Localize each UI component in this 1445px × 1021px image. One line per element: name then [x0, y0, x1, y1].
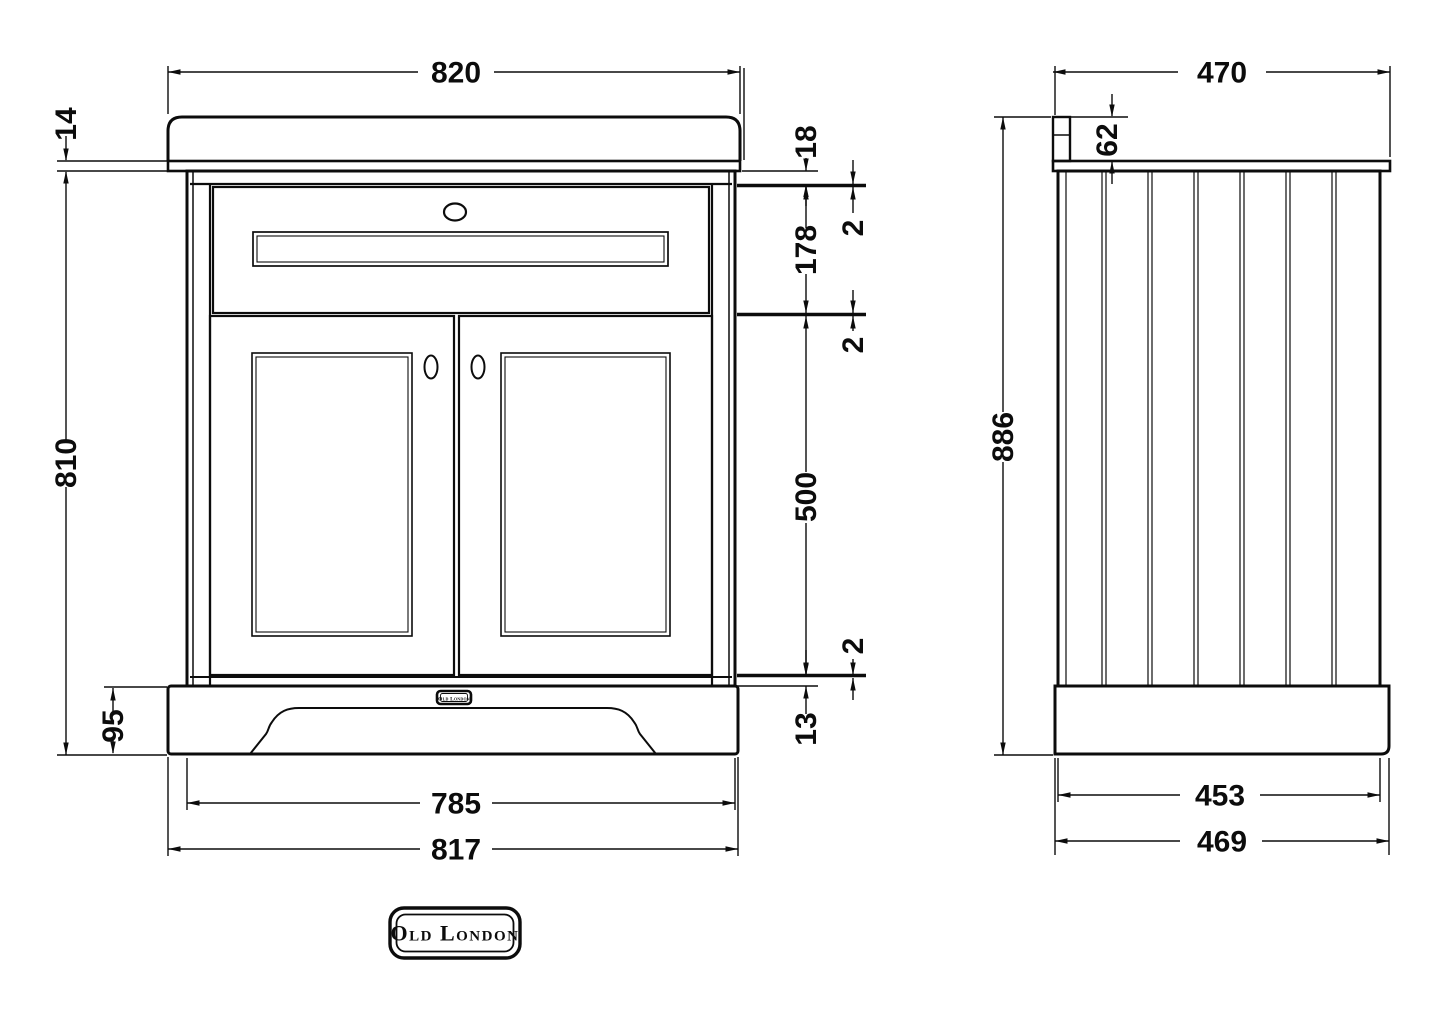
side-elevation — [1051, 115, 1392, 756]
drawer-front — [211, 185, 711, 315]
dim-gap-mid: 2 — [837, 290, 870, 353]
dim-label-820: 820 — [431, 57, 481, 90]
dim-unit-height: 810 — [50, 172, 167, 756]
front-countertop — [166, 115, 742, 161]
left-door — [208, 314, 456, 677]
dim-label-18: 18 — [790, 125, 823, 158]
dim-label-810: 810 — [50, 438, 83, 488]
dim-label-2-mid: 2 — [837, 337, 870, 354]
left-door-panel-inner — [255, 356, 409, 633]
brand-logo: Old London — [388, 906, 522, 960]
right-door-panel-outer — [500, 352, 671, 637]
dim-door-height: 500 — [790, 316, 823, 675]
dim-carcass-width: 785 — [186, 758, 736, 821]
dim-worktop-thickness: 14 — [50, 107, 168, 184]
drawer-moulding-inner — [256, 235, 665, 263]
dim-label-469: 469 — [1197, 826, 1247, 859]
dim-label-817: 817 — [431, 834, 481, 867]
dim-label-14: 14 — [50, 107, 83, 141]
dim-top-rail: 18 — [790, 125, 823, 206]
drawer-knob — [442, 202, 468, 222]
plinth-arch-profile — [249, 707, 657, 755]
plinth-badge: Old London — [435, 689, 473, 706]
right-door — [457, 314, 714, 677]
dim-drawer-height: 178 — [790, 187, 823, 313]
right-door-panel-inner — [504, 356, 667, 633]
dim-label-500: 500 — [790, 472, 823, 522]
side-tongue-groove-joints — [1101, 171, 1337, 686]
dim-gap-bottom: 2 — [837, 638, 870, 700]
dim-plinth-depth: 469 — [1054, 758, 1390, 859]
dim-total-height: 886 — [987, 116, 1053, 756]
dim-overall-top-width: 820 — [167, 57, 745, 160]
dim-label-785: 785 — [431, 788, 481, 821]
dim-plinth-width: 817 — [167, 757, 739, 867]
dim-label-2-bottom: 2 — [837, 638, 870, 655]
plinth-badge-text: Old London — [438, 697, 470, 703]
brand-logo-text: Old London — [391, 921, 520, 946]
front-elevation: Old London — [166, 115, 742, 756]
dim-label-2-top: 2 — [837, 220, 870, 237]
dim-gap-top: 2 — [837, 160, 870, 236]
dim-label-178: 178 — [790, 225, 823, 275]
dim-label-62: 62 — [1091, 123, 1124, 156]
left-door-knob — [423, 354, 439, 380]
dim-label-470: 470 — [1197, 57, 1247, 90]
dim-bottom-rail: 13 — [790, 650, 823, 746]
dim-label-13: 13 — [790, 712, 823, 745]
dim-label-95: 95 — [97, 709, 130, 742]
dim-label-453: 453 — [1195, 780, 1245, 813]
side-upstand — [1051, 115, 1072, 163]
dim-upstand-height: 62 — [1070, 94, 1128, 184]
right-door-knob — [470, 354, 486, 380]
dim-carcass-depth: 453 — [1057, 758, 1381, 813]
dim-top-depth: 470 — [1053, 57, 1391, 157]
dim-label-886: 886 — [987, 412, 1020, 462]
front-plinth — [166, 684, 740, 756]
left-door-panel-outer — [251, 352, 413, 637]
dim-plinth-height: 95 — [97, 686, 167, 754]
side-plinth — [1053, 684, 1391, 756]
drawer-moulding-outer — [252, 231, 669, 267]
